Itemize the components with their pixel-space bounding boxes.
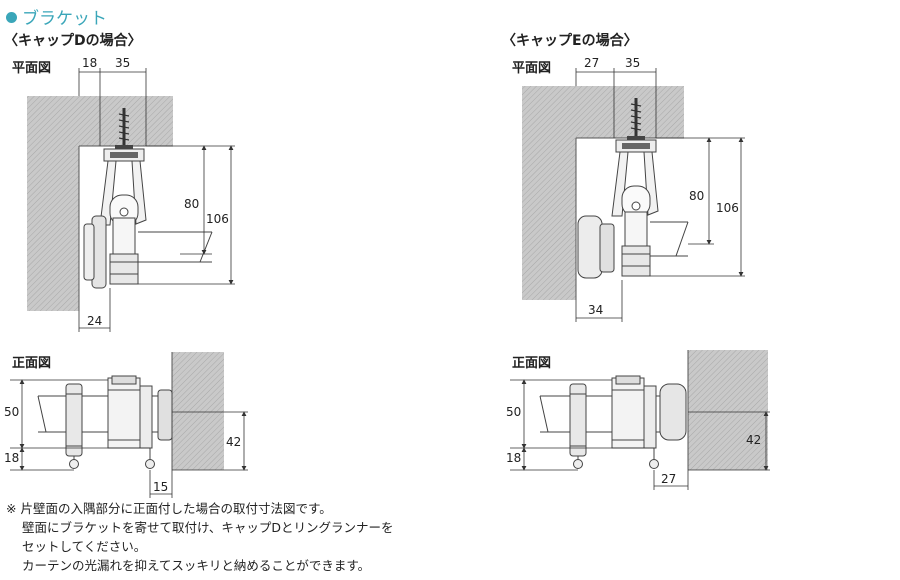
note-line-1: ※ 片壁面の入隅部分に正面付した場合の取付寸法図です。 — [6, 501, 332, 516]
dim-front-d-right: 42 — [226, 435, 241, 449]
front-view-e: 50 18 42 27 — [506, 350, 770, 490]
dim-front-d-bottom: 15 — [153, 480, 168, 494]
label-plan-e: 平面図 — [512, 61, 552, 76]
dim-plan-e-top-right: 35 — [625, 56, 640, 70]
dim-front-d-left-upper: 50 — [4, 405, 19, 419]
wall-front-e — [688, 350, 768, 470]
note-line-2: 壁面にブラケットを寄せて取付け、キャップDとリングランナーを — [22, 520, 394, 535]
dimension-lines-plan-e — [575, 68, 745, 322]
dim-plan-d-height-inner: 80 — [184, 197, 199, 211]
dimension-lines-front-e — [510, 379, 770, 490]
note-line-4: カーテンの光漏れを抑えてスッキリと納めることができます。 — [22, 558, 371, 573]
section-title-text: ブラケット — [22, 9, 107, 29]
wall-front-d — [172, 352, 224, 470]
dim-plan-d-height-outer: 106 — [206, 212, 229, 226]
dim-plan-e-height-outer: 106 — [716, 201, 739, 215]
caption-cap-d: 〈キャップDの場合〉 — [4, 33, 142, 49]
caption-cap-e: 〈キャップEの場合〉 — [502, 33, 638, 49]
dim-plan-e-height-inner: 80 — [689, 189, 704, 203]
screw-icon — [115, 108, 133, 149]
plan-view-e: 27 35 80 106 34 — [522, 56, 745, 322]
dim-front-e-left-lower: 18 — [506, 451, 521, 465]
wall-side-e — [522, 138, 576, 300]
bracket-body-d — [83, 148, 213, 289]
section-title: ブラケット — [6, 4, 107, 29]
dim-plan-d-top-right: 35 — [115, 56, 130, 70]
bracket-body-e — [577, 139, 689, 279]
dim-front-d-left-lower: 18 — [4, 451, 19, 465]
screw-icon — [627, 98, 645, 140]
dim-plan-e-top-left: 27 — [584, 56, 599, 70]
bullet-dot-icon — [6, 12, 17, 23]
label-plan-d: 平面図 — [12, 61, 52, 76]
plan-view-d: 18 35 80 106 24 — [27, 56, 235, 332]
footnote: ※ 片壁面の入隅部分に正面付した場合の取付寸法図です。 壁面にブラケットを寄せて… — [6, 499, 394, 575]
dimension-lines-plan-d — [78, 68, 235, 332]
label-front-d: 正面図 — [12, 356, 52, 371]
front-view-d: 50 18 42 15 — [4, 352, 248, 498]
dim-front-e-left-upper: 50 — [506, 405, 521, 419]
dim-front-e-bottom: 27 — [661, 472, 676, 486]
note-line-3: セットしてください。 — [22, 539, 147, 554]
dimension-lines-front-d — [10, 379, 248, 498]
dim-plan-d-bottom: 24 — [87, 314, 102, 328]
wall-side-d — [27, 146, 79, 311]
wall-top-e — [522, 86, 684, 138]
label-front-e: 正面図 — [512, 356, 552, 371]
dim-plan-e-bottom: 34 — [588, 303, 603, 317]
dim-plan-d-top-left: 18 — [82, 56, 97, 70]
dim-front-e-right: 42 — [746, 433, 761, 447]
